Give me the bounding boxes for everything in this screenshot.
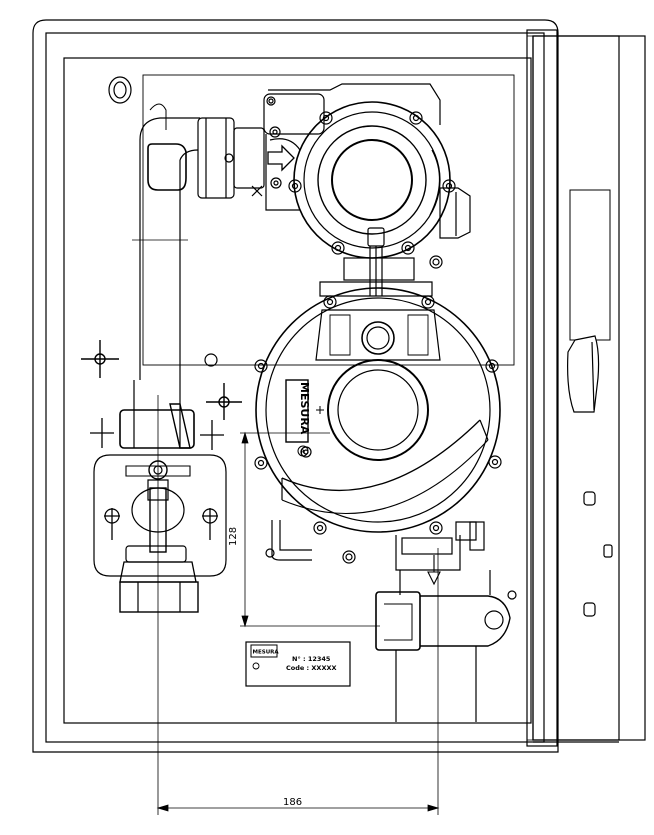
left-bracket: [90, 380, 227, 613]
cabinet-door: [526, 29, 646, 747]
nameplate-logo: MESURA: [253, 650, 280, 656]
nameplate-code: Code : XXXXX: [286, 664, 336, 672]
registered-mark: R: [301, 450, 306, 456]
dimension-lines: [156, 395, 440, 815]
outlet-assembly: [375, 521, 511, 722]
nameplate-number: N° : 12345: [292, 655, 331, 663]
upper-regulator: [251, 83, 471, 297]
cabinet: [32, 19, 559, 753]
mounting-holes: [81, 76, 517, 600]
nameplate: MESURA N° : 12345 Code : XXXXX: [245, 641, 351, 687]
lower-regulator: MESURA R: [254, 287, 502, 561]
brand-label: MESURA: [298, 382, 311, 435]
dimension-horizontal-label: 186: [283, 797, 302, 808]
dimension-vertical-label: 128: [228, 527, 239, 546]
inlet-pipe: [132, 103, 265, 380]
